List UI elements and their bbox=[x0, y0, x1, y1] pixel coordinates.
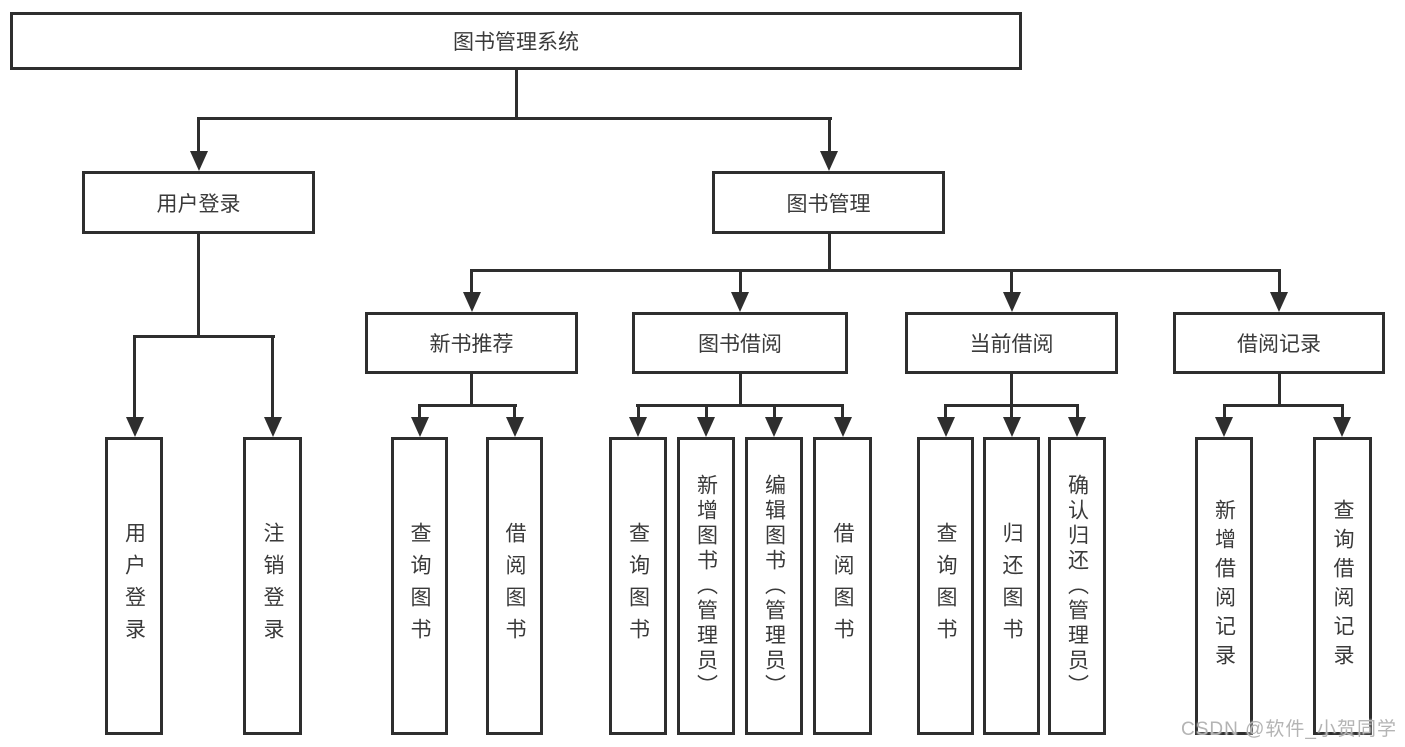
leaf-label: 用户登录 bbox=[122, 522, 146, 650]
connector-drop-leaf bbox=[841, 404, 844, 418]
connector-drop-leaf bbox=[1010, 404, 1013, 418]
node-root-label: 图书管理系统 bbox=[453, 31, 579, 54]
arrow-down-icon bbox=[1003, 292, 1021, 312]
connector-drop-leaf bbox=[637, 404, 640, 418]
connector-borrow-records-branch bbox=[1223, 404, 1344, 407]
node-new-books: 新书推荐 bbox=[365, 312, 578, 374]
leaf-label: 查询借阅记录 bbox=[1331, 499, 1354, 673]
connector-current-borrow-stem bbox=[1010, 374, 1013, 407]
leaf-newbooks-query: 查询图书 bbox=[391, 437, 448, 735]
node-user-login-label: 用户登录 bbox=[156, 192, 241, 216]
leaf-logout: 注销登录 bbox=[243, 437, 302, 735]
arrow-down-icon bbox=[1068, 417, 1086, 437]
node-root: 图书管理系统 bbox=[10, 12, 1022, 70]
leaf-records-query: 查询借阅记录 bbox=[1313, 437, 1372, 735]
connector-book-borrow-stem bbox=[739, 374, 742, 407]
connector-borrow-records-stem bbox=[1278, 374, 1281, 407]
leaf-label: 借阅图书 bbox=[831, 522, 854, 650]
arrow-down-icon bbox=[937, 417, 955, 437]
connector-drop-current-borrow bbox=[1010, 269, 1013, 294]
connector-drop-leaf bbox=[271, 335, 274, 419]
arrow-down-icon bbox=[506, 417, 524, 437]
leaf-label: 新增图书（管理员） bbox=[694, 473, 718, 699]
connector-drop-book-mgmt bbox=[828, 117, 831, 152]
connector-user-login-stem bbox=[197, 234, 200, 338]
arrow-down-icon bbox=[1270, 292, 1288, 312]
leaf-records-add: 新增借阅记录 bbox=[1195, 437, 1253, 735]
leaf-label: 注销登录 bbox=[261, 522, 284, 650]
connector-drop-leaf bbox=[133, 335, 136, 419]
leaf-label: 查询图书 bbox=[934, 522, 957, 650]
arrow-down-icon bbox=[765, 417, 783, 437]
arrow-down-icon bbox=[697, 417, 715, 437]
arrow-down-icon bbox=[1215, 417, 1233, 437]
leaf-label: 查询图书 bbox=[626, 522, 650, 650]
connector-new-books-branch bbox=[418, 404, 517, 407]
arrow-down-icon bbox=[126, 417, 144, 437]
connector-drop-borrow-records bbox=[1278, 269, 1281, 294]
connector-drop-leaf bbox=[1223, 404, 1226, 418]
arrow-down-icon bbox=[411, 417, 429, 437]
leaf-borrow-edit-admin: 编辑图书（管理员） bbox=[745, 437, 803, 735]
connector-drop-leaf bbox=[944, 404, 947, 418]
connector-user-login-branch bbox=[133, 335, 275, 338]
connector-new-books-stem bbox=[470, 374, 473, 407]
node-user-login: 用户登录 bbox=[82, 171, 315, 234]
connector-drop-new-books bbox=[470, 269, 473, 294]
csdn-watermark: CSDN @软件_小贺同学 bbox=[1181, 719, 1397, 740]
leaf-label: 新增借阅记录 bbox=[1212, 499, 1236, 673]
arrow-down-icon bbox=[834, 417, 852, 437]
leaf-label: 编辑图书（管理员） bbox=[762, 473, 786, 699]
connector-book-borrow-branch bbox=[636, 404, 844, 407]
node-borrow-records: 借阅记录 bbox=[1173, 312, 1385, 374]
leaf-user-login: 用户登录 bbox=[105, 437, 163, 735]
connector-drop-leaf bbox=[513, 404, 516, 418]
leaf-label: 查询图书 bbox=[408, 522, 431, 650]
connector-drop-leaf bbox=[1076, 404, 1079, 418]
node-borrow-records-label: 借阅记录 bbox=[1237, 333, 1321, 356]
connector-root-stem bbox=[515, 70, 518, 118]
connector-drop-leaf bbox=[705, 404, 708, 418]
node-book-borrow-label: 图书借阅 bbox=[698, 333, 782, 356]
arrow-down-icon bbox=[1333, 417, 1351, 437]
node-new-books-label: 新书推荐 bbox=[429, 333, 514, 356]
node-book-borrow: 图书借阅 bbox=[632, 312, 848, 374]
connector-drop-book-borrow bbox=[739, 269, 742, 294]
arrow-down-icon bbox=[264, 417, 282, 437]
leaf-current-return: 归还图书 bbox=[983, 437, 1040, 735]
arrow-down-icon bbox=[1003, 417, 1021, 437]
leaf-label: 归还图书 bbox=[1000, 522, 1023, 650]
node-current-borrow-label: 当前借阅 bbox=[969, 333, 1054, 356]
connector-book-mgmt-branch bbox=[470, 269, 1281, 272]
node-book-mgmt: 图书管理 bbox=[712, 171, 945, 234]
connector-drop-leaf bbox=[418, 404, 421, 418]
connector-drop-leaf bbox=[1341, 404, 1344, 418]
arrow-down-icon bbox=[463, 292, 481, 312]
leaf-newbooks-borrow: 借阅图书 bbox=[486, 437, 543, 735]
arrow-down-icon bbox=[731, 292, 749, 312]
leaf-borrow-add-admin: 新增图书（管理员） bbox=[677, 437, 735, 735]
connector-book-mgmt-stem bbox=[828, 234, 831, 272]
leaf-borrow-query: 查询图书 bbox=[609, 437, 667, 735]
leaf-current-query: 查询图书 bbox=[917, 437, 974, 735]
arrow-down-icon bbox=[629, 417, 647, 437]
connector-root-branch bbox=[197, 117, 832, 120]
node-book-mgmt-label: 图书管理 bbox=[786, 192, 871, 216]
leaf-label: 确认归还（管理员） bbox=[1065, 473, 1089, 699]
leaf-label: 借阅图书 bbox=[503, 522, 526, 650]
arrow-down-icon bbox=[190, 151, 208, 171]
leaf-current-confirm-admin: 确认归还（管理员） bbox=[1048, 437, 1106, 735]
node-current-borrow: 当前借阅 bbox=[905, 312, 1118, 374]
connector-drop-leaf bbox=[773, 404, 776, 418]
connector-drop-user-login bbox=[197, 117, 200, 152]
arrow-down-icon bbox=[820, 151, 838, 171]
leaf-borrow-book: 借阅图书 bbox=[813, 437, 872, 735]
